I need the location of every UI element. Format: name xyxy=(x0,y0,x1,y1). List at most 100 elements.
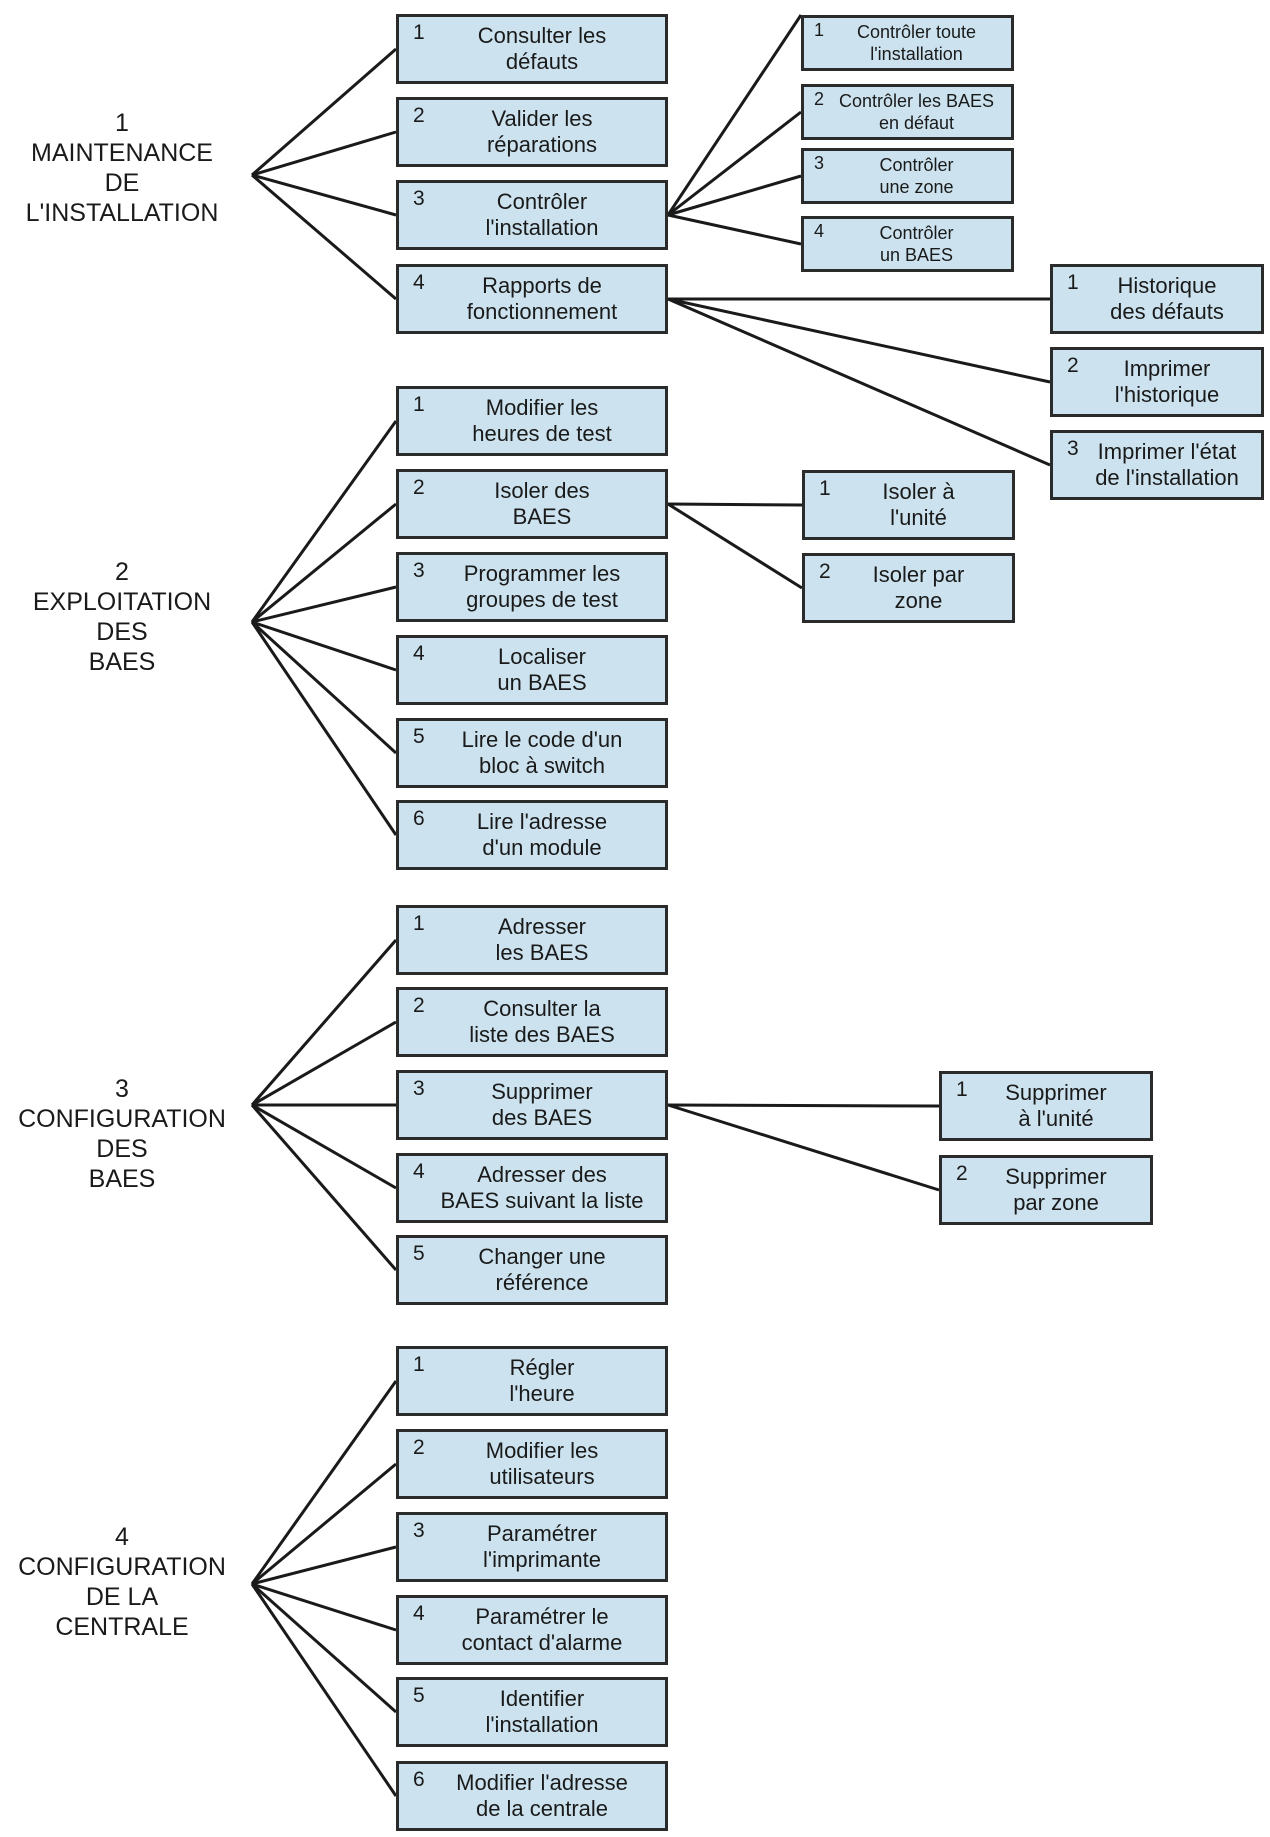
connector-line xyxy=(667,502,803,590)
item-number: 5 xyxy=(413,1242,425,1265)
connector-line xyxy=(251,1462,397,1586)
connector-line xyxy=(667,297,1051,467)
item-number: 2 xyxy=(814,89,825,109)
submenu-item-3-3-2: 2 Supprimer par zone xyxy=(939,1155,1153,1225)
item-number: 2 xyxy=(413,1436,425,1459)
submenu-item-1-4-2: 2 Imprimer l'historique xyxy=(1050,347,1264,417)
connector-line xyxy=(250,620,398,755)
item-label: Supprimer par zone xyxy=(1005,1164,1107,1215)
menu-item-2-1: 1 Modifier les heures de test xyxy=(396,386,668,456)
item-label: Localiser un BAES xyxy=(497,644,587,695)
item-label: Changer une référence xyxy=(478,1244,606,1295)
item-label: Contrôler toute l'installation xyxy=(856,22,977,64)
item-label: Imprimer l'état de l'installation xyxy=(1095,439,1239,490)
item-label: Consulter la liste des BAES xyxy=(469,996,615,1047)
menu-item-3-5: 5 Changer une référence xyxy=(396,1235,668,1305)
item-label: Modifier l'adresse de la centrale xyxy=(456,1770,628,1821)
item-number: 1 xyxy=(413,912,425,935)
item-number: 1 xyxy=(956,1078,968,1101)
item-label: Historique des défauts xyxy=(1110,273,1224,324)
item-label: Lire le code d'un bloc à switch xyxy=(461,727,623,778)
item-number: 2 xyxy=(819,560,831,583)
connector-line xyxy=(250,1380,398,1585)
item-label: Adresser des BAES suivant la liste xyxy=(440,1162,644,1213)
item-number: 2 xyxy=(413,476,425,499)
item-number: 4 xyxy=(814,221,825,241)
connector-line xyxy=(667,110,802,217)
item-number: 1 xyxy=(814,20,825,40)
menu-item-4-1: 1 Régler l'heure xyxy=(396,1346,668,1416)
item-label: Isoler des BAES xyxy=(494,478,590,529)
connector-line xyxy=(250,621,398,836)
item-label: Régler l'heure xyxy=(509,1355,575,1406)
section-title-3: 3 CONFIGURATION DES BAES xyxy=(18,1075,226,1193)
submenu-item-1-3-4: 4 Contrôler un BAES xyxy=(801,216,1014,272)
connector-line xyxy=(250,420,398,623)
item-number: 1 xyxy=(413,1353,425,1376)
item-number: 2 xyxy=(1067,354,1079,377)
item-label: Paramétrer l'imprimante xyxy=(483,1521,601,1572)
item-label: Contrôler une zone xyxy=(879,155,954,197)
menu-item-2-6: 6 Lire l'adresse d'un module xyxy=(396,800,668,870)
submenu-item-1-4-3: 3 Imprimer l'état de l'installation xyxy=(1050,430,1264,500)
item-number: 6 xyxy=(413,807,425,830)
item-label: Programmer les groupes de test xyxy=(463,561,621,612)
connector-line xyxy=(251,1103,397,1190)
item-number: 3 xyxy=(413,1519,425,1542)
connector-line xyxy=(251,1582,397,1632)
item-label: Identifier l'installation xyxy=(485,1686,599,1737)
submenu-item-1-3-1: 1 Contrôler toute l'installation xyxy=(801,15,1014,71)
connector-line xyxy=(251,173,397,301)
item-number: 1 xyxy=(819,477,831,500)
item-number: 3 xyxy=(1067,437,1079,460)
item-number: 2 xyxy=(956,1162,968,1185)
connector-line xyxy=(667,1103,940,1192)
item-number: 3 xyxy=(413,1077,425,1100)
connector-line xyxy=(251,173,397,217)
item-label: Supprimer des BAES xyxy=(491,1079,593,1130)
connector-line xyxy=(250,1104,398,1271)
item-number: 1 xyxy=(413,393,425,416)
item-number: 2 xyxy=(413,994,425,1017)
menu-item-2-2: 2 Isoler des BAES xyxy=(396,469,668,539)
menu-item-2-4: 4 Localiser un BAES xyxy=(396,635,668,705)
item-label: Contrôler les BAES en défaut xyxy=(838,91,995,133)
item-label: Modifier les heures de test xyxy=(472,395,612,446)
item-label: Consulter les défauts xyxy=(477,23,607,74)
connector-line xyxy=(666,14,803,216)
section-title-1: 1 MAINTENANCE DE L'INSTALLATION xyxy=(25,109,219,227)
section-title-2: 2 EXPLOITATION DES BAES xyxy=(32,558,212,676)
menu-item-4-2: 2 Modifier les utilisateurs xyxy=(396,1429,668,1499)
item-number: 4 xyxy=(413,642,425,665)
item-label: Lire l'adresse d'un module xyxy=(476,809,608,860)
item-number: 2 xyxy=(413,104,425,127)
item-label: Valider les réparations xyxy=(486,106,598,157)
item-label: Modifier les utilisateurs xyxy=(485,1438,599,1489)
connector-line xyxy=(251,130,397,177)
item-label: Supprimer à l'unité xyxy=(1005,1080,1107,1131)
connector-line xyxy=(667,502,803,507)
submenu-item-1-3-2: 2 Contrôler les BAES en défaut xyxy=(801,84,1014,140)
menu-item-2-5: 5 Lire le code d'un bloc à switch xyxy=(396,718,668,788)
item-label: Contrôler un BAES xyxy=(879,223,954,265)
item-label: Paramétrer le contact d'alarme xyxy=(461,1604,623,1655)
connector-line xyxy=(251,585,397,624)
connector-line xyxy=(251,1545,397,1586)
connector-line xyxy=(250,939,398,1106)
item-number: 5 xyxy=(413,725,425,748)
item-label: Imprimer l'historique xyxy=(1114,356,1220,407)
